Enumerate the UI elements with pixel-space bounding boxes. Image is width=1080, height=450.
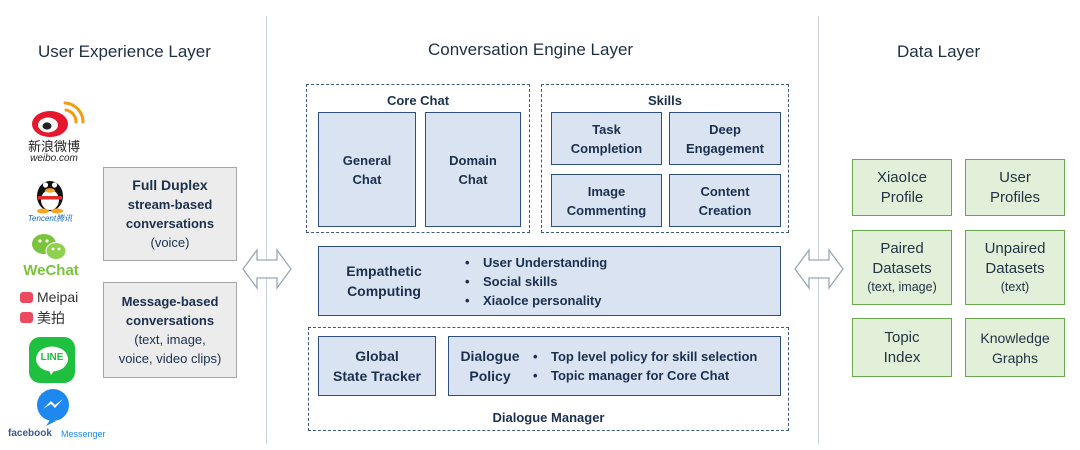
xiaoice-profile-line1: XiaoIce xyxy=(876,168,928,186)
full-duplex-line1: stream-based xyxy=(127,197,213,212)
dialogue-policy-bullets: Top level policy for skill selection Top… xyxy=(533,347,757,385)
core-chat-label: Core Chat xyxy=(386,93,450,108)
weibo-logo: 新浪微博 weibo.com xyxy=(10,98,94,166)
empathetic-computing-title: Empathetic Computing xyxy=(319,261,449,301)
facebook-label: facebook xyxy=(8,428,52,439)
paired-line2: Datasets xyxy=(872,260,932,277)
deep-engagement-line2: Engagement xyxy=(685,140,764,156)
global-state-tracker-box: Global State Tracker xyxy=(318,336,436,396)
skills-label: Skills xyxy=(648,93,682,108)
weibo-chinese-label: 新浪微博 xyxy=(27,139,80,154)
dialogue-manager-group xyxy=(308,327,789,431)
meipai-label: Meipai xyxy=(37,289,79,305)
paired-datasets-box: Paired Datasets (text, image) xyxy=(852,230,952,305)
user-profiles-line1: User xyxy=(999,168,1031,186)
deep-engagement-line1: Deep xyxy=(709,121,741,137)
skills-group xyxy=(541,84,789,233)
topic-index-line2: Index xyxy=(883,348,921,366)
wechat-label: WeChat xyxy=(23,262,79,279)
knowledge-graphs-line1: Knowledge xyxy=(980,329,1050,346)
user-profiles-line2: Profiles xyxy=(989,188,1041,206)
message-based-box: Message-based conversations (text, image… xyxy=(103,282,237,378)
empathetic-computing-box: Empathetic Computing User Understanding … xyxy=(318,246,781,316)
unpaired-line1: Unpaired xyxy=(984,240,1046,257)
core-chat-group xyxy=(306,84,530,233)
separator-left xyxy=(266,16,267,444)
line-logo: LINE xyxy=(29,337,75,383)
content-creation-box: Content Creation xyxy=(669,174,781,227)
unpaired-datasets-box: Unpaired Datasets (text) xyxy=(965,230,1065,305)
paired-line1: Paired xyxy=(880,240,924,257)
empathetic-bullet: Social skills xyxy=(465,272,607,291)
dialogue-manager-label: Dialogue Manager xyxy=(492,410,605,425)
content-creation-line1: Content xyxy=(700,183,750,199)
empathetic-line1: Empathetic xyxy=(346,263,422,279)
empathetic-bullets: User Understanding Social skills XiaoIce… xyxy=(465,253,607,310)
domain-chat-line1: Domain xyxy=(449,152,497,168)
general-chat-box: General Chat xyxy=(318,112,416,227)
paired-sub: (text, image) xyxy=(867,280,937,294)
meipai-icon xyxy=(20,292,33,303)
user-experience-layer-title: User Experience Layer xyxy=(38,42,211,61)
task-completion-line2: Completion xyxy=(570,140,643,156)
dialogue-policy-title: Dialogue Policy xyxy=(449,346,531,386)
message-based-line3: (text, image, xyxy=(134,332,206,347)
full-duplex-line2: conversations xyxy=(125,216,215,231)
separator-right xyxy=(818,16,819,444)
policy-bullet: Top level policy for skill selection xyxy=(533,347,757,366)
meipai-chinese-label: 美拍 xyxy=(37,310,65,326)
full-duplex-title: Full Duplex xyxy=(132,177,208,193)
image-commenting-box: Image Commenting xyxy=(551,174,662,227)
full-duplex-line3: (voice) xyxy=(150,235,190,250)
gst-line1: Global xyxy=(355,348,399,364)
empathetic-bullet: User Understanding xyxy=(465,253,607,272)
task-completion-box: Task Completion xyxy=(551,112,662,165)
knowledge-graphs-box: Knowledge Graphs xyxy=(965,318,1065,377)
deep-engagement-box: Deep Engagement xyxy=(669,112,781,165)
domain-chat-box: Domain Chat xyxy=(425,112,521,227)
line-label: LINE xyxy=(40,352,64,363)
tencent-qq-logo: Tencent腾讯 xyxy=(20,170,80,226)
data-layer-title: Data Layer xyxy=(897,42,981,61)
full-duplex-box: Full Duplex stream-based conversations (… xyxy=(103,167,237,261)
domain-chat-line2: Chat xyxy=(458,171,488,187)
topic-index-line1: Topic xyxy=(884,328,920,346)
unpaired-line2: Datasets xyxy=(985,260,1045,277)
empathetic-line2: Computing xyxy=(347,283,421,299)
xiaoice-profile-line2: Profile xyxy=(880,188,924,206)
image-commenting-line2: Commenting xyxy=(566,202,647,218)
knowledge-graphs-line2: Graphs xyxy=(992,349,1038,366)
message-based-line4: voice, video clips) xyxy=(118,351,222,366)
dialogue-policy-box: Dialogue Policy Top level policy for ski… xyxy=(448,336,781,396)
empathetic-bullet: XiaoIce personality xyxy=(465,291,607,310)
tencent-label: Tencent腾讯 xyxy=(27,214,73,223)
policy-line2: Policy xyxy=(469,368,511,384)
weibo-latin-label: weibo.com xyxy=(30,153,78,164)
user-profiles-box: User Profiles xyxy=(965,159,1065,216)
messenger-label: Messenger xyxy=(61,429,106,439)
wechat-logo: WeChat xyxy=(14,230,88,282)
left-double-arrow xyxy=(242,248,292,290)
task-completion-line1: Task xyxy=(592,121,621,137)
content-creation-line2: Creation xyxy=(698,202,752,218)
xiaoice-profile-box: XiaoIce Profile xyxy=(852,159,952,216)
meipai-logo: Meipai 美拍 xyxy=(20,289,94,329)
message-based-line2: conversations xyxy=(125,313,215,328)
image-commenting-line1: Image xyxy=(587,183,626,199)
general-chat-line1: General xyxy=(342,152,392,168)
message-based-line1: Message-based xyxy=(121,294,219,309)
conversation-engine-layer-title: Conversation Engine Layer xyxy=(428,40,634,59)
general-chat-line2: Chat xyxy=(352,171,382,187)
policy-bullet: Topic manager for Core Chat xyxy=(533,366,757,385)
gst-line2: State Tracker xyxy=(333,368,421,384)
policy-line1: Dialogue xyxy=(460,348,520,364)
unpaired-sub: (text) xyxy=(1000,280,1030,294)
right-double-arrow xyxy=(794,248,844,290)
messenger-logo: facebook Messenger xyxy=(6,386,106,442)
meipai-icon-2 xyxy=(20,312,33,323)
topic-index-box: Topic Index xyxy=(852,318,952,377)
